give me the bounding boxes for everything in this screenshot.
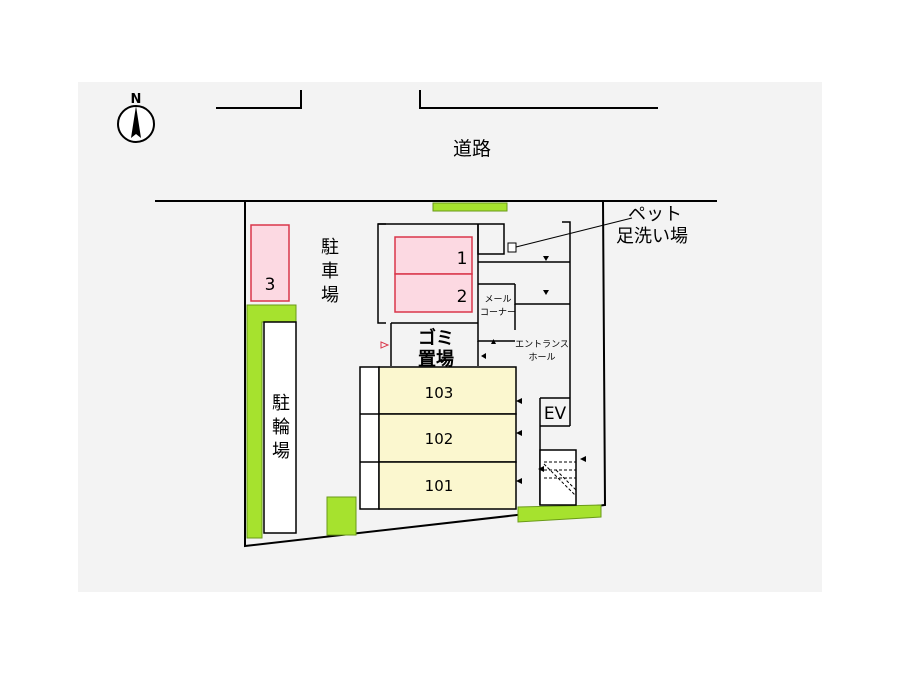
units-block: [359, 366, 517, 510]
pet-footwash-icon: [507, 242, 517, 253]
green-strip-left: [246, 304, 297, 539]
arrow-left-icon: [516, 430, 522, 436]
unit-101-label: 101: [425, 477, 454, 495]
unit-103-label: 103: [425, 384, 454, 402]
svg-text:場: 場: [321, 285, 339, 306]
unit-103: [378, 366, 517, 415]
parking-space-2-label: 2: [457, 287, 468, 307]
svg-text:駐: 駐: [272, 393, 290, 414]
pet-footwash-line1: ペット: [628, 204, 682, 225]
pet-footwash-line2: 足洗い場: [616, 226, 688, 247]
mail-corner-line1: メール: [484, 295, 511, 305]
compass-label: N: [131, 92, 142, 107]
arrow-left-icon: [516, 478, 522, 484]
pet-footwash-leader: [515, 217, 633, 248]
unit-102: [378, 413, 517, 463]
arrow-left-icon: [516, 398, 522, 404]
arrow-left-icon: [538, 466, 544, 472]
road-edge-lines: [155, 90, 717, 202]
road-label: 道路: [453, 138, 491, 160]
building-outline: [377, 221, 571, 505]
arrow-up-icon: [491, 339, 496, 344]
door-arrows: [481, 256, 586, 484]
green-strip-top: [432, 202, 508, 212]
green-strip-bottom-right: [517, 504, 602, 523]
stairs-icon: [539, 449, 577, 506]
parking-space-1-label: 1: [457, 249, 468, 269]
parking-space-2: [394, 273, 473, 313]
svg-text:場: 場: [272, 441, 290, 462]
unit-101: [378, 461, 517, 510]
garbage-door-icon: [380, 341, 390, 349]
parking-space-3: [250, 224, 290, 302]
mail-corner-line2: コーナー: [480, 307, 516, 318]
parking-label: 駐 車 場: [321, 237, 339, 306]
arrow-down-icon: [543, 290, 549, 295]
parking-space-3-label: 3: [265, 275, 276, 295]
arrow-down-icon: [543, 256, 549, 261]
parking-space-1: [394, 236, 473, 275]
bike-parking-area: [263, 321, 297, 534]
svg-text:輪: 輪: [272, 417, 290, 438]
svg-text:車: 車: [321, 261, 339, 282]
green-block-bottom: [326, 496, 357, 536]
arrow-left-icon: [481, 353, 486, 359]
bike-parking-label: 駐 輪 場: [272, 393, 290, 462]
elevator-label: EV: [544, 404, 567, 424]
north-compass-icon: N: [117, 92, 155, 143]
arrow-left-icon: [580, 456, 586, 462]
svg-text:駐: 駐: [321, 237, 339, 258]
garbage-line2: 置場: [418, 349, 454, 370]
entrance-hall-line2: ホール: [528, 352, 555, 363]
garbage-line1: ゴミ: [418, 327, 454, 349]
site-boundary: [244, 200, 607, 548]
unit-102-label: 102: [425, 430, 454, 448]
entrance-hall-line1: エントランス: [515, 339, 569, 350]
